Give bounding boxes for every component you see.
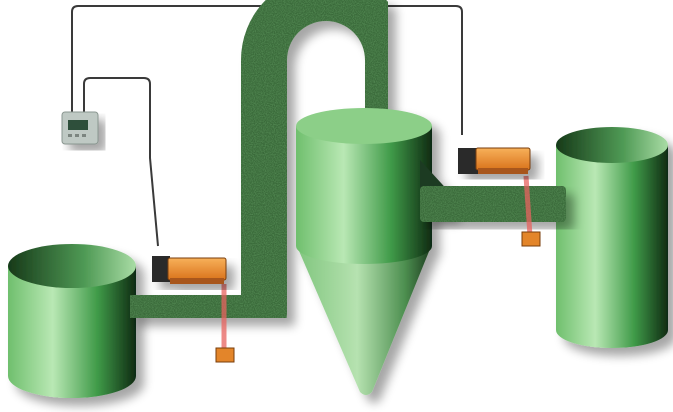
right-laser-beam [526, 176, 530, 236]
right-laser-sensor [458, 148, 530, 174]
left-laser-sensor [152, 256, 226, 284]
right-receiver [522, 232, 540, 246]
left-tank [8, 244, 136, 398]
cyclone-body [296, 126, 432, 264]
cyclone-separator [296, 108, 452, 395]
pipe-right-run [420, 186, 566, 222]
controller-cable [84, 78, 158, 246]
right-tank [556, 127, 668, 348]
left-receiver [216, 348, 234, 362]
cyclone-cone [296, 244, 432, 395]
controller-display [68, 120, 88, 130]
controller-unit [62, 112, 98, 144]
